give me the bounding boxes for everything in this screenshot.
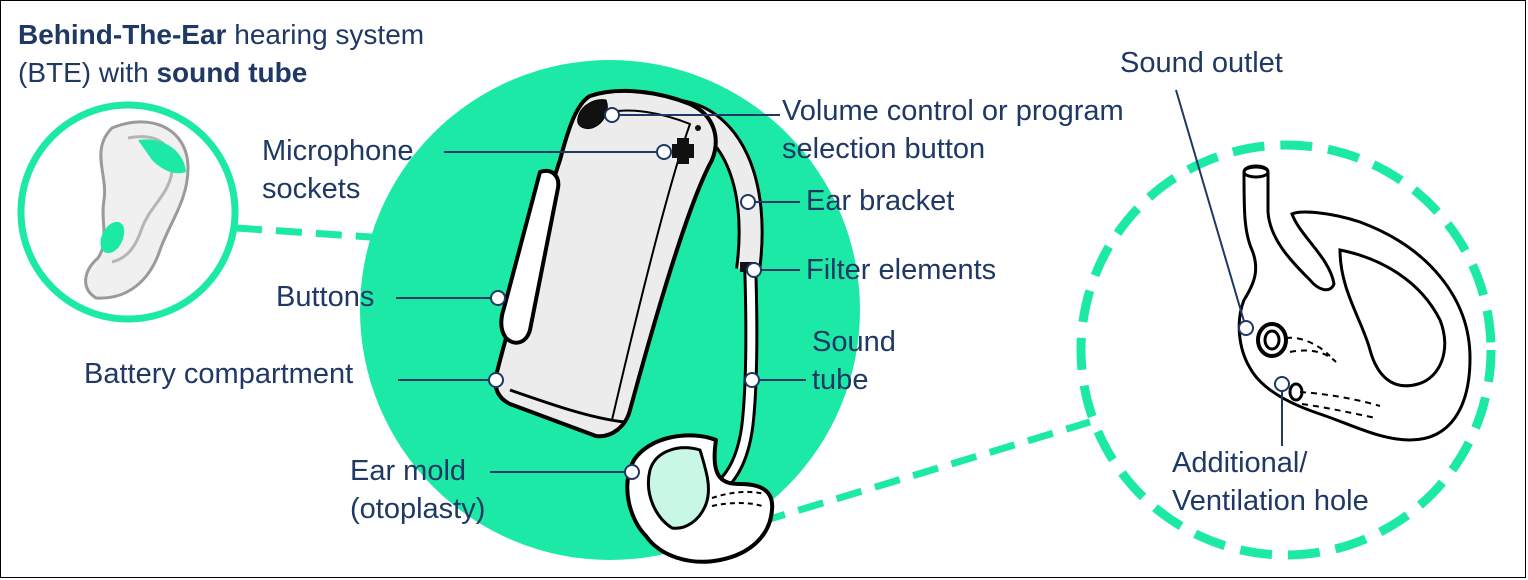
closeup-connector <box>758 418 1092 526</box>
label-vent-line1: Additional/ <box>1172 447 1308 479</box>
label-filter-elements: Filter elements <box>806 254 997 286</box>
hearing-aid-icon <box>493 88 775 564</box>
label-ear-mold: Ear mold (otoplasty) <box>350 452 485 528</box>
ear-mold-closeup-icon <box>1237 164 1472 442</box>
title-bold-1: Behind-The-Ear <box>18 19 227 50</box>
label-sound-tube-line2: tube <box>812 364 869 396</box>
label-volume-line1: Volume control or program <box>782 95 1124 127</box>
title-rest-1: hearing system <box>226 19 425 50</box>
diagram-title: Behind-The-Ear hearing system (BTE) with… <box>18 16 424 92</box>
title-bold-2: sound tube <box>156 57 308 88</box>
label-volume-control: Volume control or program selection butt… <box>782 92 1124 168</box>
label-sound-outlet: Sound outlet <box>1120 47 1283 79</box>
label-sound-tube: Sound tube <box>812 323 896 399</box>
label-microphone-line2: sockets <box>262 173 361 205</box>
label-microphone-line1: Microphone <box>262 135 414 167</box>
inset-connector <box>235 224 416 244</box>
label-ventilation-hole: Additional/ Ventilation hole <box>1172 444 1369 520</box>
label-buttons: Buttons <box>276 281 375 313</box>
leader-lines <box>396 89 1290 480</box>
label-ear-mold-line1: Ear mold <box>350 455 467 487</box>
ear-inset-icon <box>17 101 239 323</box>
title-pre-2: (BTE) with <box>18 57 157 88</box>
label-volume-line2: selection button <box>782 133 986 165</box>
label-sound-tube-line1: Sound <box>812 326 896 358</box>
label-vent-line2: Ventilation hole <box>1172 485 1369 517</box>
label-ear-bracket: Ear bracket <box>806 185 955 217</box>
label-microphone-sockets: Microphone sockets <box>262 132 414 208</box>
label-battery-compartment: Battery compartment <box>84 358 354 390</box>
label-ear-mold-line2: (otoplasty) <box>350 493 486 525</box>
